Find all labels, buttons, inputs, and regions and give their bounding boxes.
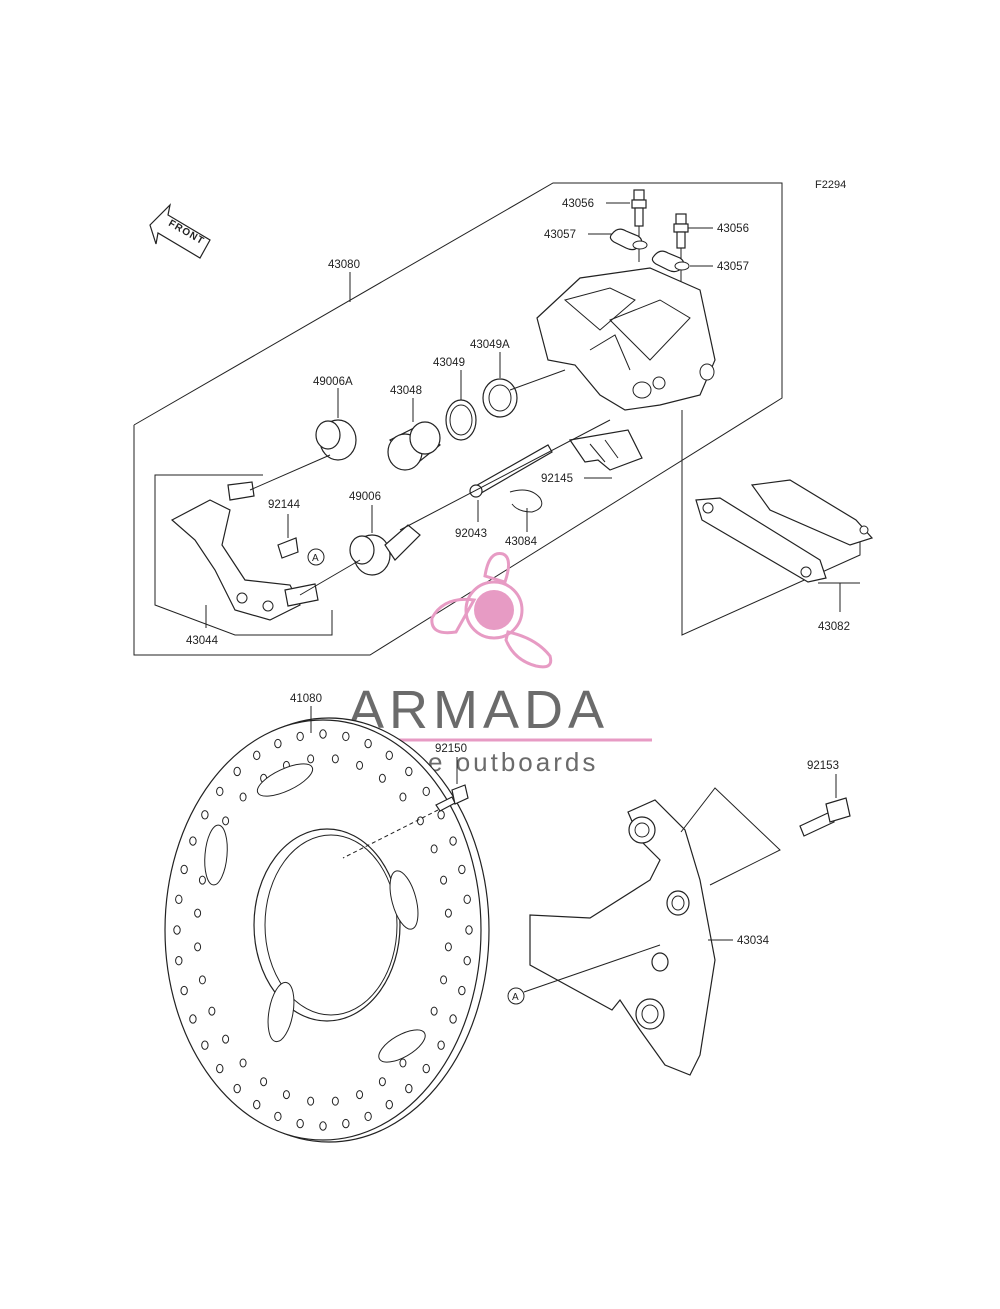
- caliper-assembly-outline: [133, 182, 783, 656]
- boot-49006: [349, 524, 421, 576]
- label-92043: 92043: [455, 528, 487, 540]
- brake-pads-43082: [695, 479, 874, 583]
- label-43049: 43049: [433, 357, 465, 369]
- label-43056-right: 43056: [717, 223, 749, 235]
- label-92150: 92150: [435, 743, 467, 755]
- front-arrow-icon: FRONT: [149, 203, 211, 259]
- callout-circle-upper: [307, 548, 325, 566]
- pad-pin-92043: [469, 444, 553, 498]
- label-43034: 43034: [737, 935, 770, 947]
- bracket-bolt-92153: [799, 797, 851, 837]
- label-43080: 43080: [328, 259, 360, 271]
- piston-seal-43049A: [482, 378, 518, 418]
- pad-holder-92144: [277, 537, 299, 559]
- label-43057-right: 43057: [717, 261, 749, 273]
- caliper-bracket-43044: [170, 481, 319, 621]
- watermark-title: ARMADA: [348, 680, 609, 740]
- label-43044: 43044: [186, 635, 219, 647]
- figure-code: F2294: [815, 179, 846, 191]
- disc-bolt-92150: [435, 784, 469, 812]
- caliper-bracket-43034: [529, 799, 716, 1076]
- callout-letter-lower: A: [512, 992, 519, 1003]
- label-41080: 41080: [290, 693, 322, 705]
- caliper-body: [536, 267, 716, 411]
- label-92144: 92144: [268, 499, 301, 511]
- label-92153: 92153: [807, 760, 839, 772]
- bleeder-cap-right: [651, 250, 690, 273]
- label-43049A: 43049A: [470, 339, 510, 351]
- bracket-subassembly-outline: [154, 474, 333, 636]
- pad-spring-92145: [568, 429, 643, 471]
- callout-letter-upper: A: [312, 553, 319, 564]
- bleeder-screw-left: [631, 189, 647, 262]
- label-43084: 43084: [505, 536, 538, 548]
- callout-circle-lower: [507, 987, 525, 1005]
- dust-seal-43049: [445, 399, 477, 441]
- pin-clip-43084: [509, 489, 543, 513]
- label-43082: 43082: [818, 621, 850, 633]
- label-43057-left: 43057: [544, 229, 576, 241]
- brake-disc-41080: [164, 717, 490, 1143]
- label-49006: 49006: [349, 491, 381, 503]
- label-92145: 92145: [541, 473, 573, 485]
- label-43056-left: 43056: [562, 198, 594, 210]
- piston-43048: [387, 421, 441, 471]
- label-43048: 43048: [390, 385, 422, 397]
- label-49006A: 49006A: [313, 376, 353, 388]
- pad-box-outline: [681, 410, 861, 636]
- armada-logo: [430, 551, 553, 669]
- bleeder-cap-left: [609, 228, 648, 251]
- boot-49006A: [315, 419, 357, 461]
